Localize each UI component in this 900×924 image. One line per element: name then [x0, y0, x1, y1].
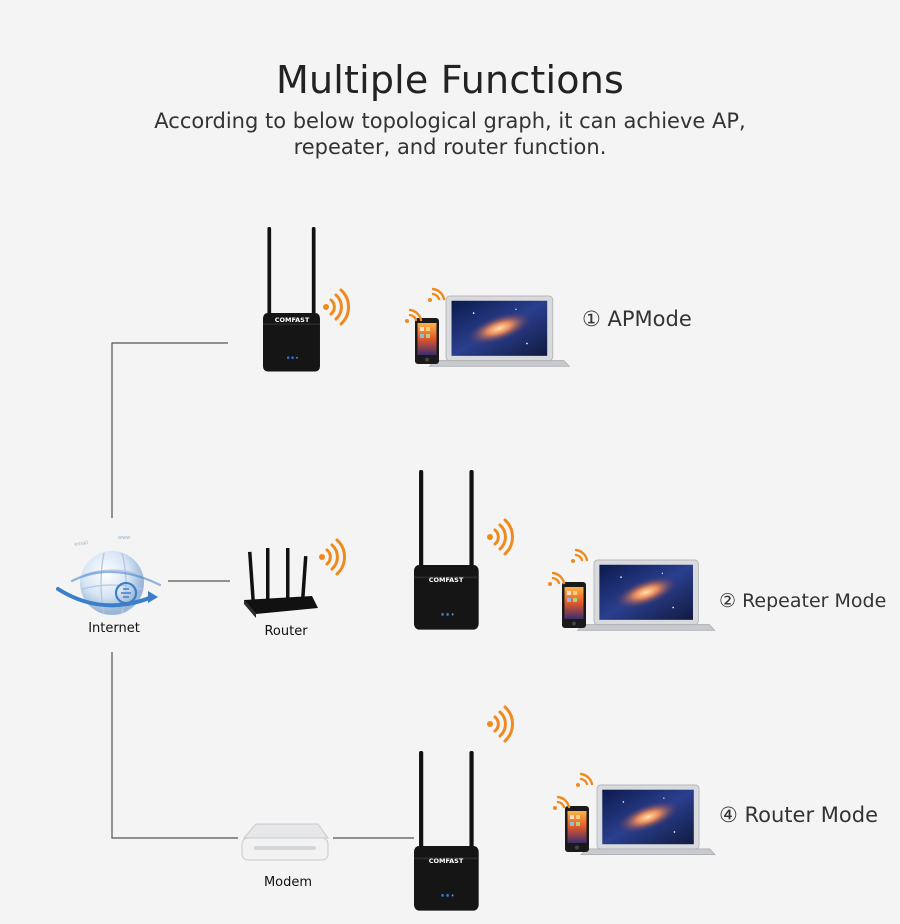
mode-label-ap: ① APMode [582, 307, 692, 331]
extender-ap-wifi-icon [321, 288, 351, 326]
extender-ap-icon [263, 227, 320, 372]
mode-label-repeater: ② Repeater Mode [719, 590, 886, 612]
mode-label-router: ④ Router Mode [719, 803, 878, 827]
extender-router-icon [414, 751, 479, 911]
modem-label: Modem [264, 875, 312, 890]
laptop-router-icon [580, 784, 716, 856]
laptop-ap-icon [428, 295, 570, 367]
phone-repeater-wifi-icon [546, 571, 566, 588]
extender-router-brand: COMFAST [429, 857, 464, 865]
connection-lines [111, 342, 414, 839]
router-mode-wifi-icon [485, 705, 515, 743]
internet-label: Internet [88, 621, 140, 636]
subtitle-line-2: repeater, and router function. [293, 135, 607, 159]
laptop-repeater-wifi-icon [569, 548, 589, 565]
extender-repeater-wifi-icon [485, 518, 515, 556]
extender-repeater-brand: COMFAST [429, 576, 464, 584]
home-router-icon [244, 548, 318, 618]
extender-ap-brand: COMFAST [275, 316, 310, 324]
laptop-repeater-icon [577, 559, 716, 631]
page-subtitle: According to below topological graph, it… [150, 108, 750, 160]
phone-repeater-icon [562, 582, 586, 628]
page-title: Multiple Functions [275, 58, 625, 102]
svg-text:email: email [74, 540, 88, 548]
internet-globe-icon: email www [56, 535, 162, 615]
extender-repeater-icon [414, 470, 479, 630]
phone-router-icon [565, 806, 589, 852]
line-internet-to-ap [111, 342, 228, 518]
laptop-router-wifi-icon [574, 772, 594, 789]
router-label: Router [264, 624, 308, 639]
svg-text:www: www [118, 535, 130, 541]
line-internet-to-modem [111, 652, 238, 839]
subtitle-line-1: According to below topological graph, it… [154, 109, 746, 133]
router-wifi-icon [317, 538, 347, 576]
modem-icon [241, 823, 329, 861]
laptop-ap-wifi-icon [426, 287, 446, 304]
phone-ap-icon [415, 318, 439, 364]
